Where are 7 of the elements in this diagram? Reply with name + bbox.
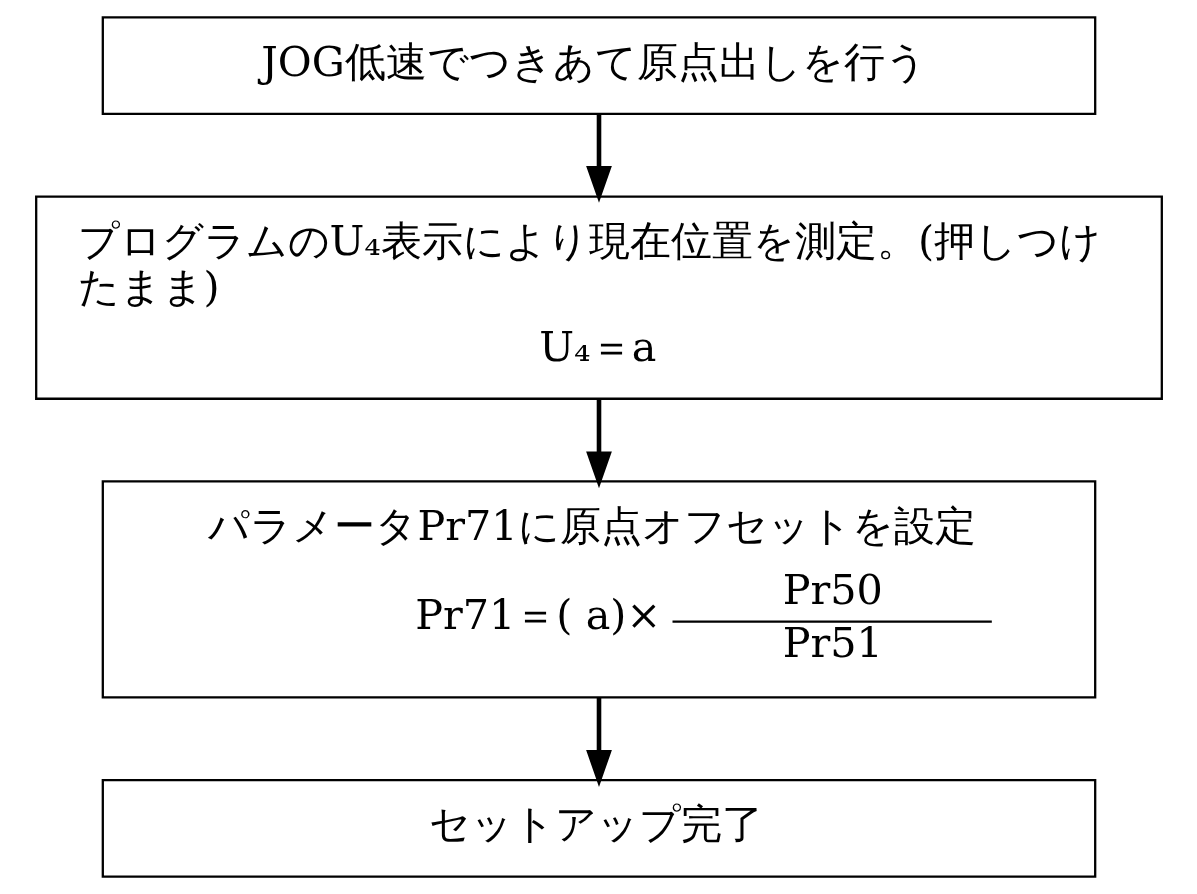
node-box: セットアップ完了 — [101, 778, 1096, 878]
node-box: JOG低速でつきあて原点出しを行う — [101, 16, 1096, 116]
node-box: プログラムのU₄表示により現在位置を測定。(押しつけたまま) U₄＝a — [34, 195, 1163, 400]
arrow — [585, 398, 612, 489]
arrow — [585, 114, 612, 203]
node-box: パラメータPr71に原点オフセットを設定 Pr71＝( a)× Pr50 Pr51 — [101, 480, 1096, 699]
arrow — [585, 697, 612, 787]
